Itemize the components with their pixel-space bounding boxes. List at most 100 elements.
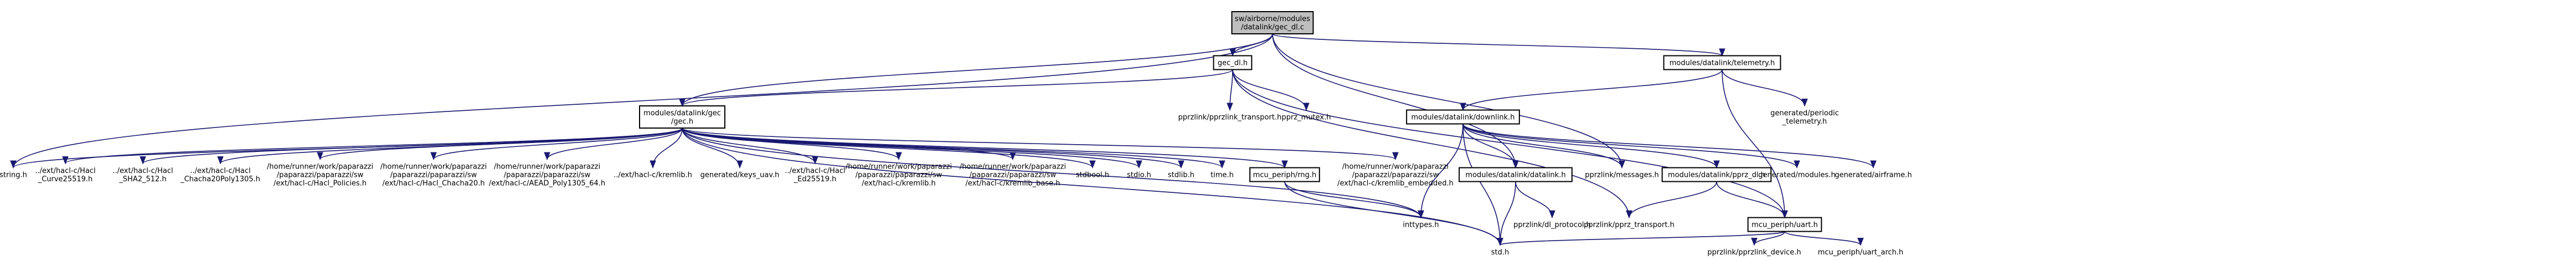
edge-downlink-h-to-gen-airframe-h: [1462, 124, 1877, 169]
node-label: std.h: [1491, 248, 1509, 257]
node-chacha-poly-h: ../ext/hacl-c/Hacl_Chacha20Poly1305.h: [180, 167, 260, 183]
edge-datalink-h-to-std-h: [1497, 181, 1516, 246]
edge-gec-h-to-curve25519-h: [62, 128, 683, 165]
edge-downlink-h-to-pprz-dl-h: [1462, 124, 1720, 169]
node-ed25519-h: ../ext/hacl-c/Hacl_Ed25519.h: [785, 167, 845, 183]
edge-telemetry-h-to-periodic-telemetry-h: [1722, 69, 1808, 107]
node-label: gec_dl.h: [1218, 59, 1248, 68]
node-dl-protocol-h: pprzlink/dl_protocol.h: [1513, 221, 1591, 230]
node-label: /ext/hacl-c/kremlib.h: [862, 180, 936, 188]
node-gec-h[interactable]: modules/datalink/gec/gec.h: [639, 105, 725, 129]
edge-datalink-h-to-dl-protocol-h: [1515, 181, 1555, 218]
node-label: generated/keys_uav.h: [700, 171, 780, 180]
node-label: inttypes.h: [1403, 221, 1439, 230]
node-label: _telemetry.h: [1782, 118, 1827, 126]
node-label: ../ext/hacl-c/Hacl: [190, 167, 250, 175]
edge-pprz-dl-h-to-mcu-periph-uart-h: [1716, 181, 1788, 218]
edge-downlink-h-to-std-h: [1462, 124, 1503, 246]
edge-gec-dl-h-to-pprzlink-transport-h: [1227, 69, 1233, 111]
node-stdlib-h: stdlib.h: [1168, 171, 1194, 180]
edge-mcu-periph-uart-h-to-uart-arch-h: [1784, 231, 1864, 246]
node-pprzlink-device-h: pprzlink/pprzlink_device.h: [1707, 248, 1801, 257]
edge-gec-h-to-kremlib-embedded-h: [682, 128, 1399, 160]
edge-mcu-periph-uart-h-to-std-h: [1497, 231, 1785, 246]
node-label: /paparazzi/paparazzi/sw: [1352, 171, 1439, 180]
edge-gec-dl-h-to-gec-h: [679, 69, 1233, 107]
node-label: modules/datalink/telemetry.h: [1670, 59, 1775, 68]
node-label: _SHA2_512.h: [119, 175, 166, 183]
node-label: /ext/hacl-c/kremlib_base.h: [965, 180, 1060, 188]
node-kremlib-embedded-h: /home/runner/work/paparazzi/paparazzi/pa…: [1337, 163, 1454, 188]
node-mcu-periph-rng-h[interactable]: mcu_periph/rng.h: [1249, 167, 1320, 182]
node-label: /home/runner/work/paparazzi: [846, 163, 952, 171]
node-downlink-h[interactable]: modules/datalink/downlink.h: [1406, 109, 1520, 125]
node-aead-h: /home/runner/work/paparazzi/paparazzi/pa…: [489, 163, 605, 188]
node-label: /paparazzi/paparazzi/sw: [390, 171, 477, 180]
node-kremlib-base-h: /home/runner/work/paparazzi/paparazzi/pa…: [960, 163, 1066, 188]
node-label: modules/datalink/gec: [643, 109, 721, 118]
node-label: /home/runner/work/paparazzi: [267, 163, 373, 171]
node-curve25519-h: ../ext/hacl-c/Hacl_Curve25519.h: [35, 167, 95, 183]
node-box: [1661, 167, 1772, 182]
node-label: /gec.h: [671, 118, 693, 126]
node-box: [1406, 109, 1520, 125]
node-box: [639, 105, 725, 129]
node-label: generated/periodic: [1770, 109, 1839, 118]
node-time-h: time.h: [1210, 171, 1234, 180]
node-kremlib-rel-h: ../ext/hacl-c/kremlib.h: [614, 171, 692, 180]
node-mcu-periph-uart-h[interactable]: mcu_periph/uart.h: [1747, 217, 1822, 232]
node-label: pprzlink/messages.h: [1585, 171, 1659, 180]
edge-gec-h-to-kremlib-abs-h: [682, 128, 902, 160]
edge-gec-h-to-mcu-periph-rng-h: [682, 128, 1288, 169]
edge-gec-h-to-ed25519-h: [682, 128, 818, 165]
node-box: [1663, 55, 1781, 70]
node-label: /paparazzi/paparazzi/sw: [504, 171, 591, 180]
edge-gec-h-to-keys-uav-h: [682, 128, 743, 169]
node-label: /paparazzi/paparazzi/sw: [277, 171, 364, 180]
edge-gec-dl-h-to-pprz-transport-h: [1232, 69, 1632, 218]
edge-gec-h-to-chacha20-h: [430, 128, 683, 160]
node-box: [1231, 11, 1314, 34]
node-stdio-h: stdio.h: [1127, 171, 1151, 180]
node-label: pprzlink/dl_protocol.h: [1513, 221, 1591, 230]
node-box: [1747, 217, 1822, 232]
node-label: pprzlink/pprzlink_transport.h: [1178, 114, 1282, 122]
edge-gec-h-to-aead-h: [544, 128, 683, 160]
node-label: time.h: [1210, 171, 1234, 180]
edge-telemetry-h-to-downlink-h: [1460, 69, 1723, 111]
node-label: sw/airborne/modules: [1235, 15, 1310, 23]
node-label: /ext/hacl-c/Hacl_Chacha20.h: [382, 180, 485, 188]
node-label: stdlib.h: [1168, 171, 1194, 180]
node-root[interactable]: sw/airborne/modules/datalink/gec_dl.c: [1231, 11, 1314, 34]
node-gec-dl-h[interactable]: gec_dl.h: [1213, 55, 1253, 70]
edge-root-to-messages-h: [1272, 33, 1625, 169]
node-datalink-h[interactable]: modules/datalink/datalink.h: [1459, 167, 1573, 182]
edge-gec-h-to-stdio-h: [682, 128, 1142, 169]
edge-pprz-dl-h-to-pprz-transport-h: [1626, 181, 1717, 218]
edge-downlink-h-to-inttypes-h: [1418, 124, 1464, 218]
node-label: /ext/hacl-c/AEAD_Poly1305_64.h: [489, 180, 605, 188]
node-label: /datalink/gec_dl.c: [1241, 23, 1304, 32]
edge-gec-h-to-sha2-h: [140, 128, 683, 165]
node-label: ../ext/hacl-c/Hacl: [35, 167, 95, 175]
node-label: _Ed25519.h: [794, 175, 837, 183]
node-gen-modules-h: generated/modules.h: [1758, 171, 1835, 180]
node-messages-h: pprzlink/messages.h: [1585, 171, 1659, 180]
node-label: /home/runner/work/paparazzi: [494, 163, 600, 171]
nodes-layer: sw/airborne/modules/datalink/gec_dl.cgec…: [0, 11, 1912, 257]
node-pprz-mutex-h: pprz_mutex.h: [1281, 114, 1331, 122]
node-pprz-dl-h[interactable]: modules/datalink/pprz_dl.h: [1661, 167, 1772, 182]
node-telemetry-h[interactable]: modules/datalink/telemetry.h: [1663, 55, 1781, 70]
edge-downlink-h-to-messages-h: [1462, 124, 1625, 169]
node-label: modules/datalink/pprz_dl.h: [1668, 171, 1765, 180]
edges-layer: [10, 33, 1877, 246]
node-periodic-telemetry-h: generated/periodic_telemetry.h: [1770, 109, 1839, 126]
node-label: /ext/hacl-c/kremlib_embedded.h: [1337, 180, 1454, 188]
edge-gec-h-to-policies-h: [317, 128, 683, 160]
node-gen-airframe-h: generated/airframe.h: [1835, 171, 1912, 180]
node-inttypes-h: inttypes.h: [1403, 221, 1439, 230]
node-label: stdio.h: [1127, 171, 1151, 180]
node-label: mcu_periph/uart_arch.h: [1818, 248, 1904, 257]
node-std-h: std.h: [1491, 248, 1509, 257]
